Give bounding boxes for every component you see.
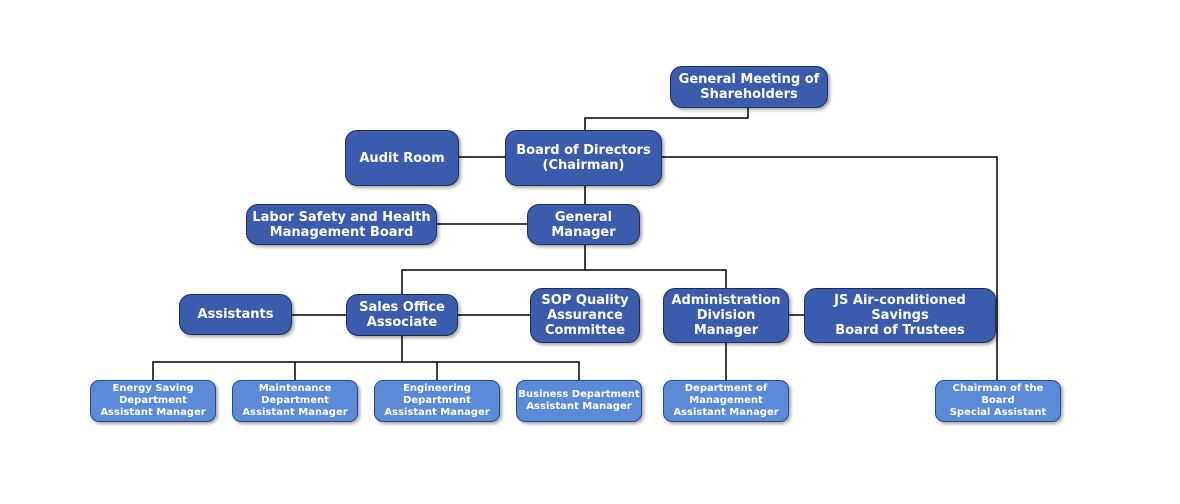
node-management-dept: Department of Management Assistant Manag… <box>663 380 789 422</box>
connector-board-special-assistant <box>662 156 998 380</box>
node-audit-room: Audit Room <box>345 130 459 186</box>
node-sop-committee: SOP Quality Assurance Committee <box>530 288 640 343</box>
node-sales-office: Sales Office Associate <box>346 294 458 336</box>
node-maintenance: Maintenance Department Assistant Manager <box>232 380 358 422</box>
node-shareholders: General Meeting of Shareholders <box>670 66 828 108</box>
node-energy-saving: Energy Saving Department Assistant Manag… <box>90 380 216 422</box>
node-board-of-directors: Board of Directors (Chairman) <box>505 130 662 186</box>
node-labor-safety-board: Labor Safety and Health Management Board <box>246 204 437 245</box>
connector-to-business <box>402 361 580 380</box>
node-assistants: Assistants <box>179 294 292 335</box>
node-business: Business Department Assistant Manager <box>516 380 642 422</box>
node-admin-division: Administration Division Manager <box>663 288 789 343</box>
node-chairman-special-assistant: Chairman of the Board Special Assistant <box>935 380 1061 422</box>
node-engineering: Engineering Department Assistant Manager <box>374 380 500 422</box>
connector-sales-departments <box>152 336 403 380</box>
node-js-board-of-trustees: JS Air-conditioned Savings Board of Trus… <box>804 288 996 343</box>
connector-gm-branch <box>401 245 586 294</box>
node-general-manager: General Manager <box>527 204 640 245</box>
connector-shareholders-board <box>584 108 749 130</box>
connector-gm-admin <box>585 269 727 288</box>
